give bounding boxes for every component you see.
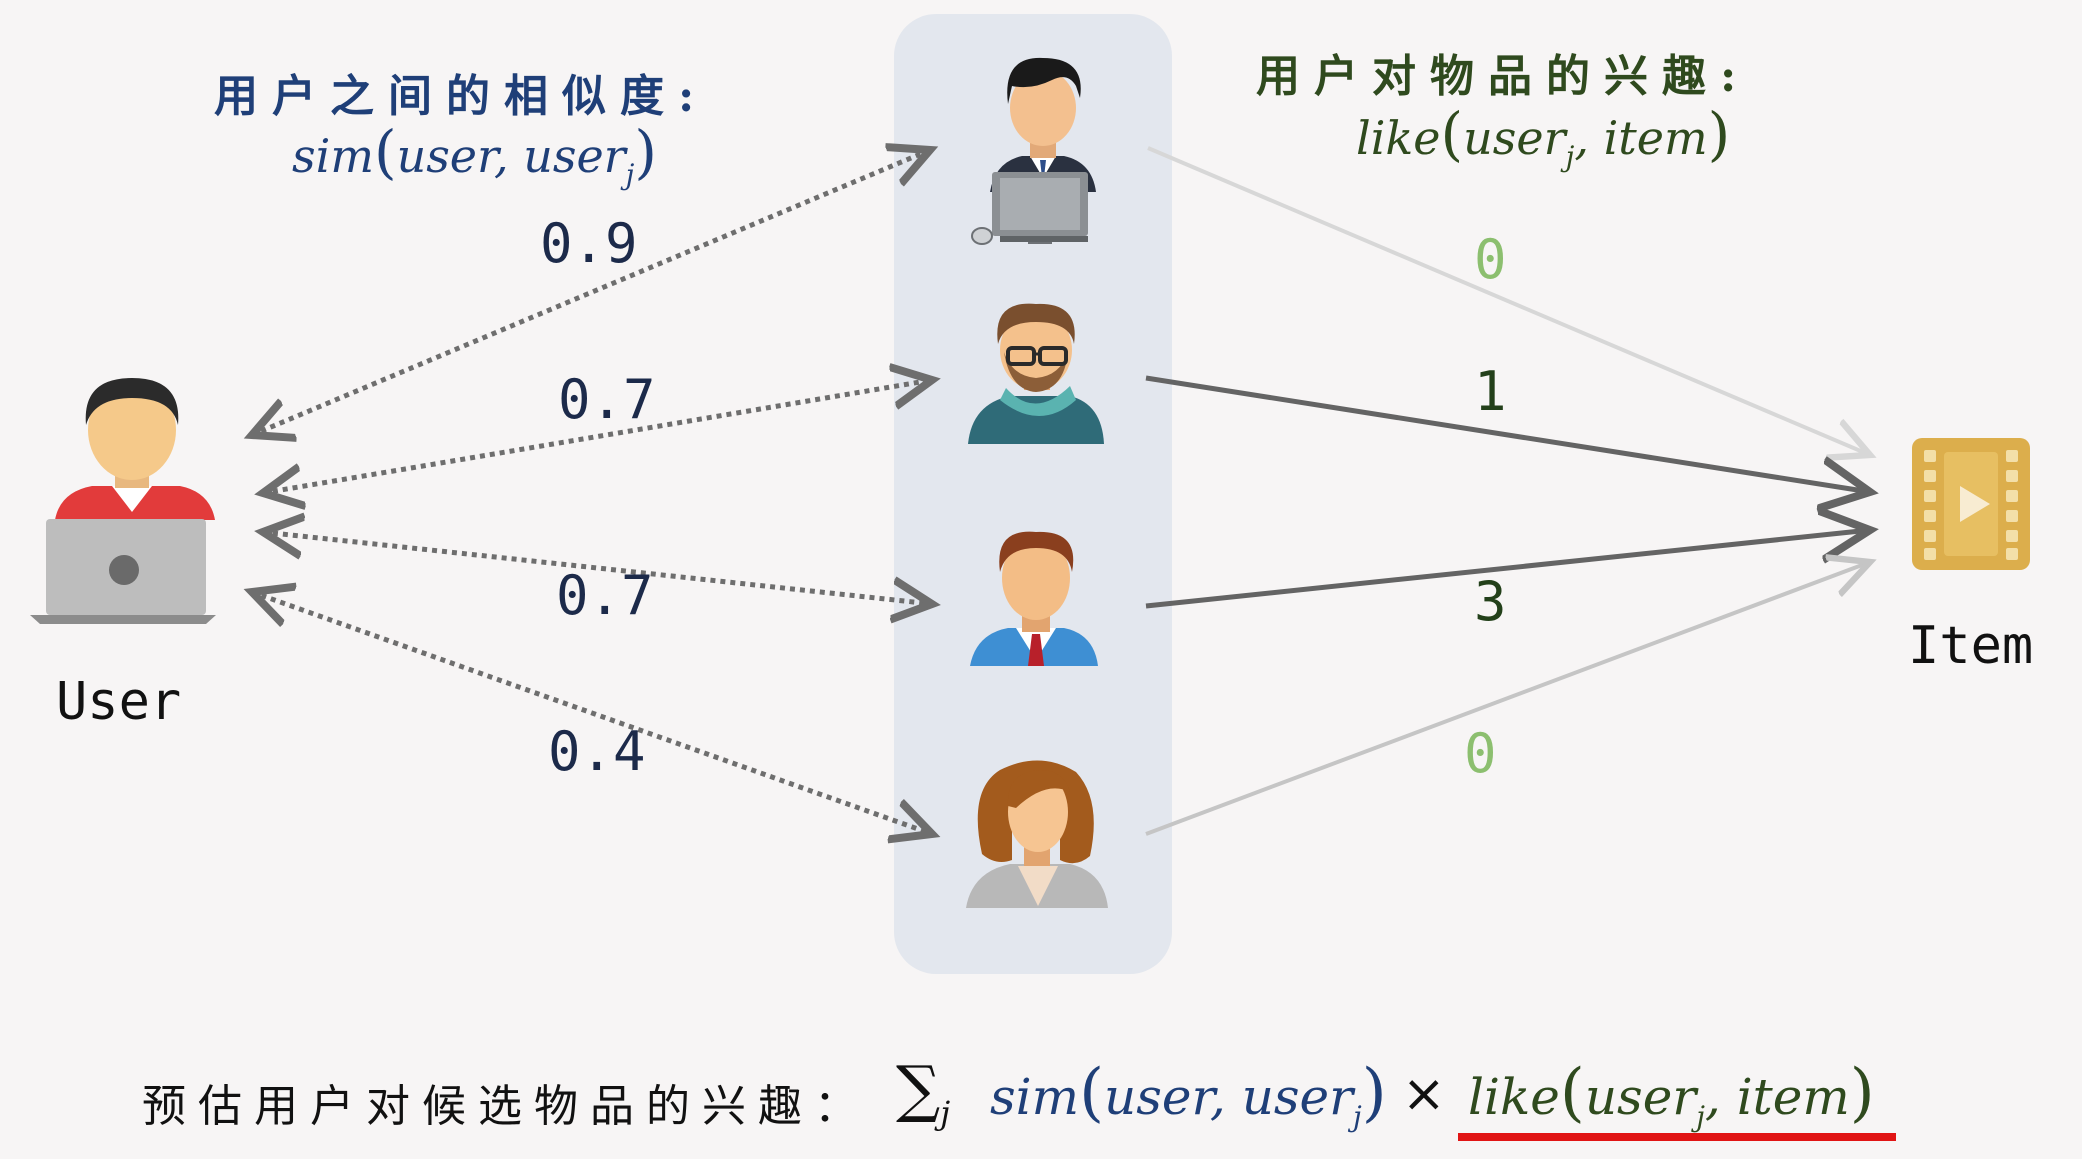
bottom-sim-fn: sim	[990, 1068, 1080, 1126]
interest-value-1: 0	[1474, 228, 1507, 291]
like-fn: like	[1356, 111, 1441, 165]
similarity-title: 用户之间的相似度:	[214, 71, 709, 122]
bottom-sim-arg2: user	[1241, 1068, 1354, 1126]
interest-arrow-3	[1145, 530, 1870, 609]
similarity-arrows	[252, 150, 932, 834]
interest-title: 用户对物品的兴趣:	[1256, 51, 1751, 102]
interest-arrow-1	[1147, 146, 1870, 455]
bottom-sim-sub: j	[1353, 1100, 1362, 1133]
bottom-like-term: like(userj, item)	[1468, 1056, 1875, 1133]
similarity-value-2: 0.7	[558, 368, 656, 431]
bottom-like-arg2: item	[1736, 1068, 1850, 1126]
times-sign: ×	[1402, 1064, 1446, 1124]
interest-formula: like(userj, item)	[1356, 100, 1731, 173]
sum-index: j	[940, 1094, 951, 1132]
man-at-computer-icon	[971, 57, 1096, 245]
interest-value-4: 0	[1464, 722, 1497, 785]
like-arg2: item	[1603, 111, 1708, 165]
interest-arrows	[1145, 146, 1870, 836]
sum-sign: ∑	[896, 1052, 941, 1125]
bottom-like-fn: like	[1468, 1068, 1560, 1126]
like-term-underline	[1458, 1133, 1896, 1141]
similarity-arrow-4	[252, 592, 932, 834]
sum-symbol: ∑j	[896, 1052, 950, 1132]
similarity-value-4: 0.4	[548, 720, 646, 783]
item-label: Item	[1908, 616, 2034, 676]
interest-arrow-4	[1145, 562, 1870, 836]
bottom-like-sub: j	[1696, 1100, 1705, 1133]
film-video-icon	[1912, 438, 2030, 570]
bottom-sim-arg1: user	[1104, 1068, 1210, 1126]
similarity-arrow-2	[263, 380, 932, 493]
sim-arg1: user	[396, 129, 494, 183]
sim-sub: j	[625, 158, 635, 191]
sim-fn: sim	[292, 129, 374, 183]
prediction-label: 预估用户对候选物品的兴趣：	[142, 1081, 870, 1132]
bottom-sim-term: sim(user, userj)	[990, 1056, 1387, 1133]
user-label: User	[56, 672, 182, 732]
like-arg1: user	[1463, 111, 1566, 165]
man-with-glasses-scarf-icon	[968, 303, 1104, 444]
interest-arrow-2	[1145, 375, 1870, 492]
similarity-value-1: 0.9	[540, 212, 638, 275]
interest-value-2: 1	[1474, 360, 1507, 423]
bottom-like-arg1: user	[1584, 1068, 1697, 1126]
man-with-tie-icon	[970, 531, 1098, 666]
like-sub: j	[1565, 140, 1575, 173]
user-with-laptop-icon	[30, 378, 216, 624]
similar-users-column	[894, 14, 1172, 974]
similarity-value-3: 0.7	[556, 564, 654, 627]
similarity-formula: sim(user, userj)	[292, 118, 657, 191]
interest-value-3: 3	[1474, 570, 1507, 633]
sim-arg2: user	[523, 129, 626, 183]
woman-icon	[966, 760, 1108, 908]
